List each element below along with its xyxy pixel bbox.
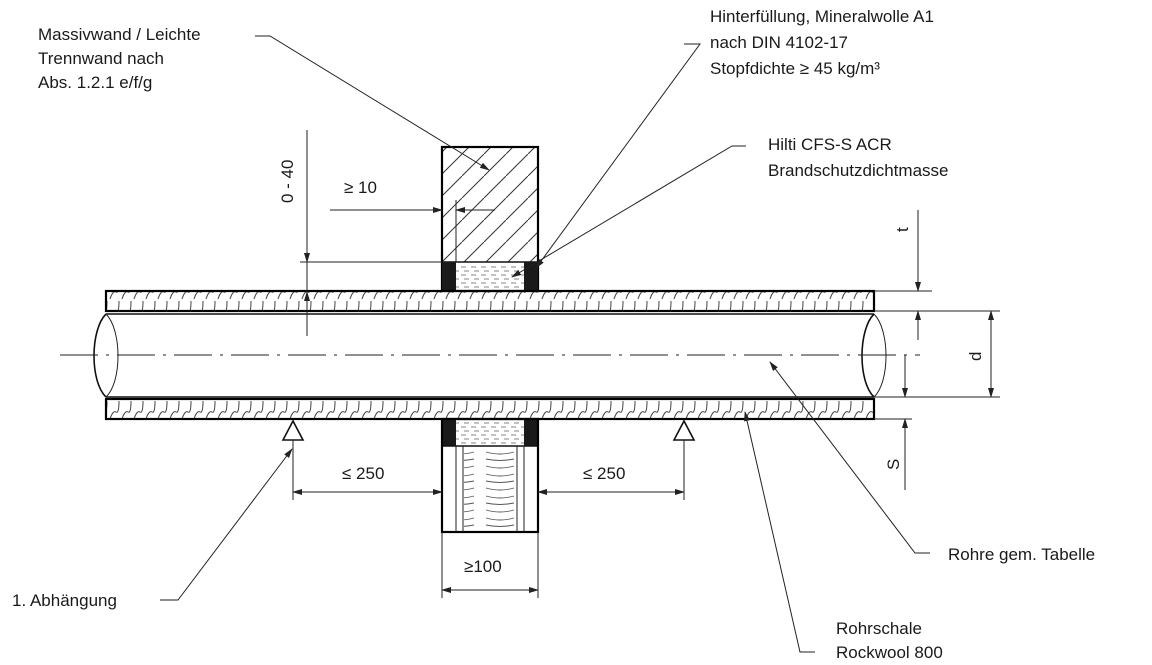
backfill-label-line-2: nach DIN 4102-17 — [710, 33, 848, 52]
dim-min-overlap: ≥ 10 — [344, 178, 377, 197]
support-left — [281, 419, 305, 500]
dim-offset-range: 0 - 40 — [278, 160, 297, 203]
wall-label-line-2: Trennwand nach — [38, 49, 164, 68]
shell-label-line-1: Rohrschale — [836, 619, 922, 638]
sealant-label: Hilti CFS-S ACR Brandschutzdichtmasse — [768, 135, 948, 180]
wall-label: Massivwand / Leichte Trennwand nach Abs.… — [38, 25, 205, 92]
lower-wall — [440, 417, 540, 534]
pipe-shell-top — [104, 289, 876, 313]
upper-wall — [440, 145, 540, 293]
shell-label: Rohrschale Rockwool 800 — [836, 619, 943, 662]
shell-label-line-2: Rockwool 800 — [836, 643, 943, 662]
backfill-label-line-1: Hinterfüllung, Mineralwolle A1 — [710, 7, 934, 26]
pipe — [60, 313, 920, 398]
wall-label-line-1: Massivwand / Leichte — [38, 25, 201, 44]
backfill-label-line-3: Stopfdichte ≥ 45 kg/m³ — [710, 59, 880, 78]
dim-d: d — [966, 352, 985, 361]
suspension-label: 1. Abhängung — [12, 591, 117, 610]
backfill-label: Hinterfüllung, Mineralwolle A1 nach DIN … — [710, 7, 939, 78]
dim-left-spacing: ≤ 250 — [342, 464, 384, 483]
dim-right-spacing: ≤ 250 — [583, 464, 625, 483]
upper-seal — [442, 262, 538, 291]
pipes-label: Rohre gem. Tabelle — [948, 545, 1095, 564]
wall-label-line-3: Abs. 1.2.1 e/f/g — [38, 73, 152, 92]
dim-t: t — [893, 227, 912, 232]
dim-min-wall: ≥100 — [464, 557, 502, 576]
support-right — [672, 419, 696, 500]
dim-s: S — [884, 459, 903, 470]
sealant-label-line-1: Hilti CFS-S ACR — [768, 135, 892, 154]
pipe-shell-bottom — [104, 397, 876, 421]
sealant-label-line-2: Brandschutzdichtmasse — [768, 161, 948, 180]
